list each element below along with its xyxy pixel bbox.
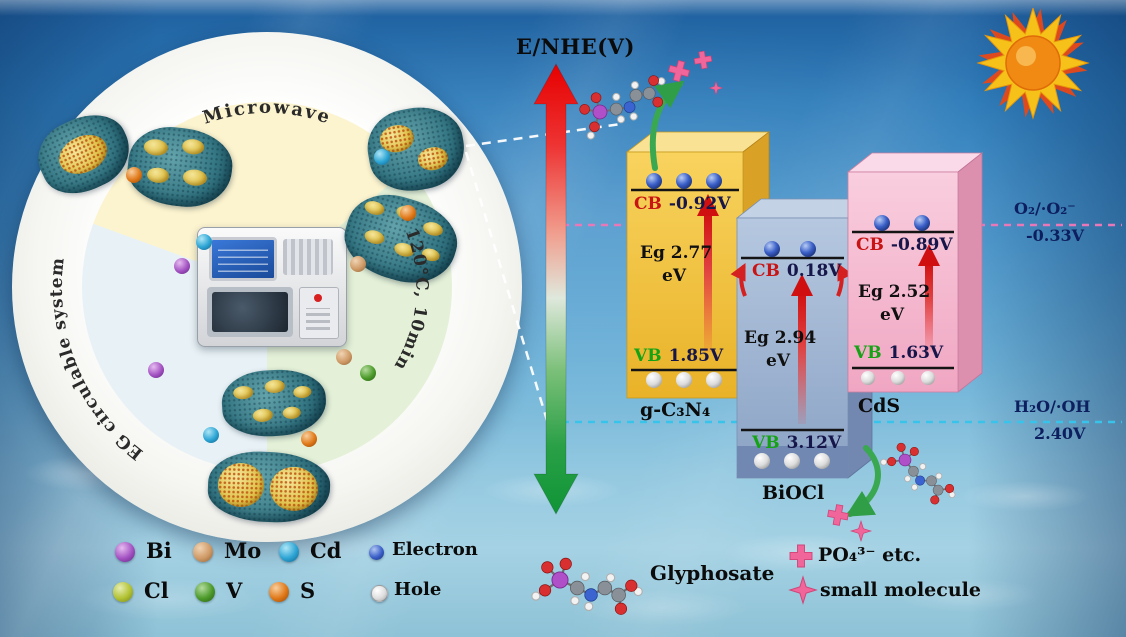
- dopant-sphere-bi: [174, 258, 190, 274]
- legend-label-bi: Bi: [146, 538, 172, 563]
- cds-name: CdS: [858, 395, 901, 417]
- cds-cb-row: CB -0.89V: [856, 237, 953, 254]
- holes-cds: [861, 371, 935, 385]
- legend-sphere-cd: [279, 542, 299, 562]
- glyphosate-label: Glyphosate: [650, 561, 775, 585]
- legend-sparkle-icon: [789, 576, 817, 604]
- vb-value: 1.63V: [888, 343, 944, 363]
- green-arrow-oxidation: [649, 80, 685, 171]
- green-arrow-degradation: [845, 445, 881, 517]
- oh-couple-label: H₂O/·OH: [1014, 397, 1091, 416]
- gc3n4-name: g-C₃N₄: [640, 399, 711, 421]
- product-sparkle-icon: [850, 520, 872, 542]
- biocl-eg-label: Eg 2.94: [744, 328, 817, 348]
- gc3n4-eg-unit: eV: [662, 266, 687, 286]
- product-plus-icon: [666, 58, 692, 84]
- biocl-vb-row: VB 3.12V: [752, 435, 841, 452]
- oven-door: [207, 287, 293, 337]
- connector-dashes: [464, 122, 622, 428]
- oven-buttons: [306, 308, 330, 330]
- cb-tag: CB: [752, 261, 780, 281]
- o2-potential-label: -0.33V: [1026, 226, 1085, 245]
- dopant-sphere-mo: [350, 256, 366, 272]
- legend-label-cd: Cd: [310, 538, 342, 563]
- eg-arrow-biocl: [798, 292, 806, 424]
- legend-label-hole: Hole: [394, 579, 442, 600]
- legend-label-mo: Mo: [224, 538, 262, 563]
- transfer-arrow-right: [836, 262, 853, 297]
- cb-tag: CB: [634, 194, 662, 214]
- dopant-sphere-cd: [196, 234, 212, 250]
- cb-value: -0.92V: [668, 194, 731, 214]
- legend-plus-icon: [789, 544, 813, 568]
- holes-gc3n4: [646, 372, 722, 388]
- legend-sphere-hole: [371, 585, 388, 602]
- dopant-sphere-s: [126, 167, 142, 183]
- gc3n4-vb-row: VB 1.85V: [634, 348, 723, 365]
- glyphosate-molecule-right: [873, 435, 968, 512]
- band-box-cds: [846, 152, 984, 393]
- legend-label-s: S: [300, 578, 316, 603]
- legend-sphere-bi: [115, 542, 135, 562]
- biocl-cb-row: CB 0.18V: [752, 263, 842, 280]
- dopant-sphere-cd: [203, 427, 219, 443]
- legend-label-v: V: [226, 578, 243, 603]
- axis-label: E/NHE(V): [516, 34, 635, 59]
- sun-icon: [971, 6, 1095, 124]
- legend-sphere-mo: [193, 542, 213, 562]
- oven-control-panel: [299, 287, 339, 339]
- dopant-sphere-bi: [148, 362, 164, 378]
- dopant-sphere-mo: [336, 349, 352, 365]
- oven-vents: [283, 239, 333, 275]
- po4-label: PO₄³⁻ etc.: [818, 544, 922, 566]
- holes-biocl: [754, 453, 830, 469]
- legend-sphere-cl: [113, 582, 133, 602]
- product-plus-icon: [826, 503, 850, 527]
- dopant-sphere-cd: [374, 149, 390, 165]
- cb-tag: CB: [856, 235, 884, 255]
- electrons-biocl: [764, 241, 816, 257]
- cb-value: 0.18V: [786, 261, 842, 281]
- cds-eg-label: Eg 2.52: [858, 282, 931, 302]
- legend-label-cl: Cl: [144, 578, 169, 603]
- vb-value: 1.85V: [668, 346, 724, 366]
- transfer-arrow-left: [730, 262, 747, 297]
- cb-value: -0.89V: [890, 235, 953, 255]
- cds-vb-row: VB 1.63V: [854, 345, 943, 362]
- electrons-cds: [874, 215, 930, 231]
- oven-power-light: [314, 294, 322, 302]
- dopant-sphere-s: [301, 431, 317, 447]
- dopant-sphere-v: [360, 365, 376, 381]
- cds-eg-unit: eV: [880, 305, 905, 325]
- o2-couple-label: O₂/·O₂⁻: [1014, 199, 1076, 218]
- biocl-eg-unit: eV: [766, 351, 791, 371]
- gc3n4-cb-row: CB -0.92V: [634, 196, 731, 213]
- glyphosate-molecule-legend: [530, 557, 644, 616]
- oven-screen: [209, 237, 277, 281]
- eg-arrow-cds: [925, 262, 933, 352]
- vb-tag: VB: [854, 343, 882, 363]
- axis-arrow: [533, 62, 579, 516]
- small-molecule-label: small molecule: [820, 579, 981, 601]
- vb-tag: VB: [752, 433, 780, 453]
- vb-tag: VB: [634, 346, 662, 366]
- eg-arrow-gc3n4: [704, 212, 712, 352]
- legend-sphere-v: [195, 582, 215, 602]
- product-plus-icon: [692, 49, 714, 71]
- vb-value: 3.12V: [786, 433, 842, 453]
- legend-label-electron: Electron: [392, 539, 478, 560]
- microwave-oven: [197, 227, 347, 347]
- electrons-gc3n4: [646, 173, 722, 189]
- water-surface-highlight: [0, 0, 1126, 16]
- gc3n4-eg-label: Eg 2.77: [640, 243, 713, 263]
- oh-potential-label: 2.40V: [1034, 424, 1086, 443]
- legend-sphere-s: [269, 582, 289, 602]
- legend-sphere-electron: [369, 545, 384, 560]
- biocl-name: BiOCl: [762, 482, 825, 504]
- product-sparkle-icon: [709, 81, 723, 95]
- dopant-sphere-s: [400, 205, 416, 221]
